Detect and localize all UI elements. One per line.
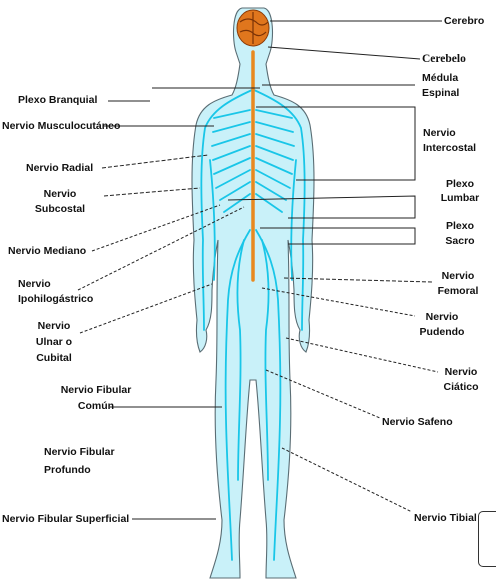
label-cerebro: Cerebro: [444, 15, 484, 28]
label-subcostal-1: Nervio: [30, 188, 90, 201]
label-safeno: Nervio Safeno: [382, 416, 453, 429]
label-pudendo-1: Nervio: [412, 311, 472, 324]
label-ulnar-3: Cubital: [30, 352, 78, 365]
corner-frame: [478, 511, 496, 567]
label-medula-2: Espinal: [422, 87, 459, 100]
label-ulnar-2: Ulnar o: [30, 336, 78, 349]
label-sacro-1: Plexo: [440, 220, 480, 233]
label-plexo-branquial: Plexo Branquial: [18, 94, 97, 107]
label-fibular-superficial: Nervio Fibular Superficial: [2, 513, 129, 526]
label-femoral-1: Nervio: [434, 270, 482, 283]
label-fibular-comun-2: Común: [50, 400, 142, 413]
label-ciatico-1: Nervio: [438, 366, 484, 379]
label-pudendo-2: Pudendo: [412, 326, 472, 339]
label-tibial: Nervio Tibial: [414, 512, 477, 525]
label-fibular-comun-1: Nervio Fibular: [50, 384, 142, 397]
label-fibular-profundo-1: Nervio Fibular: [44, 446, 115, 459]
label-ciatico-2: Ciático: [438, 381, 484, 394]
label-radial: Nervio Radial: [26, 162, 93, 175]
label-musculocutaneo: Nervio Musculocutáneo: [2, 120, 120, 133]
label-femoral-2: Femoral: [434, 285, 482, 298]
label-subcostal-2: Subcostal: [30, 203, 90, 216]
label-ipo-1: Nervio: [18, 278, 51, 291]
label-ulnar-1: Nervio: [30, 320, 78, 333]
label-medula-1: Médula: [422, 72, 458, 85]
label-cerebelo: Cerebelo: [422, 53, 466, 66]
label-sacro-2: Sacro: [440, 235, 480, 248]
label-mediano: Nervio Mediano: [8, 245, 86, 258]
label-fibular-profundo-2: Profundo: [44, 464, 91, 477]
label-lumbar-1: Plexo: [440, 178, 480, 191]
label-intercostal-2: Intercostal: [423, 142, 476, 155]
label-lumbar-2: Lumbar: [440, 192, 480, 205]
label-ipo-2: Ipohilogástrico: [18, 293, 93, 306]
label-intercostal-1: Nervio: [423, 127, 456, 140]
